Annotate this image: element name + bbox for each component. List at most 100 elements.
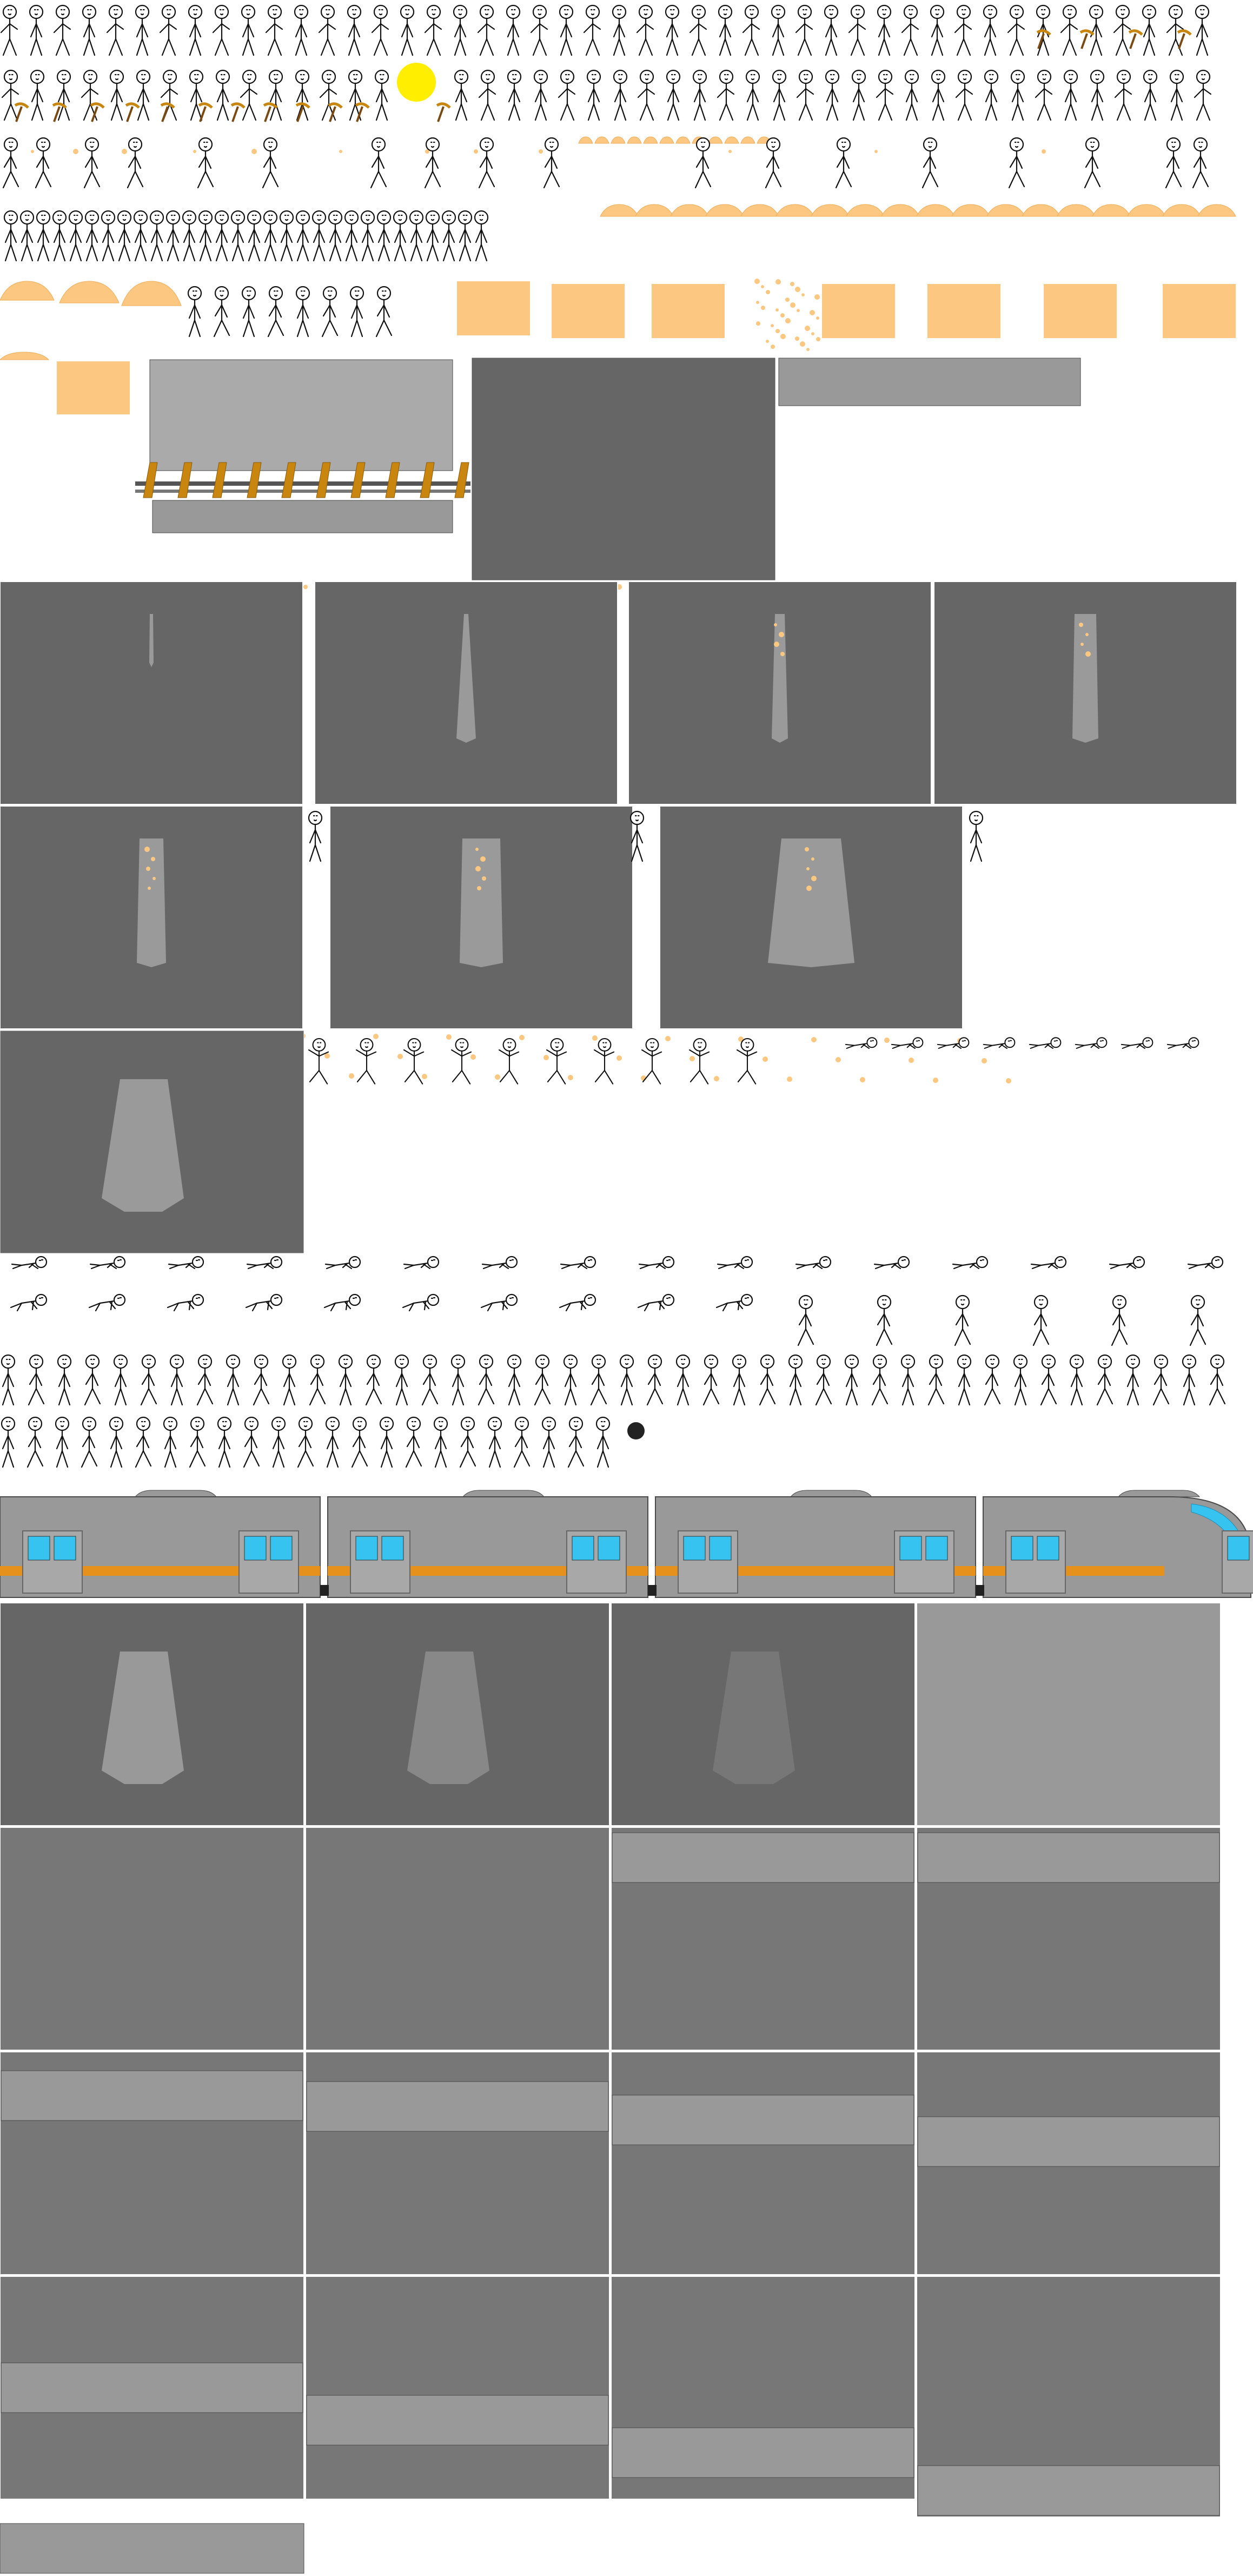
- stickman-face: [722, 9, 728, 16]
- stickman-sprite: [374, 69, 389, 121]
- stickman-sprite: [954, 1294, 971, 1346]
- stickman-legs: [795, 1263, 807, 1270]
- stickman-head: [1004, 1037, 1016, 1048]
- stickman-legs: [901, 1388, 914, 1406]
- dirt-speck: [728, 150, 732, 153]
- stickman-face: [268, 214, 273, 221]
- stickman-head: [352, 1416, 367, 1431]
- pickaxe-head: [1036, 29, 1051, 36]
- stickman-legs: [1030, 1263, 1042, 1270]
- stickman-arms: [136, 1435, 150, 1449]
- stickman-sprite: [241, 286, 256, 338]
- rail-sleeper: [385, 462, 400, 498]
- stickman-sprite: [772, 69, 787, 121]
- stickman-face: [697, 74, 702, 81]
- stickman-arms: [1153, 1372, 1168, 1386]
- stickman-head: [215, 69, 230, 84]
- stickman-head: [360, 1038, 374, 1052]
- pickaxe-icon: [52, 102, 67, 122]
- stickman-legs: [89, 1263, 101, 1270]
- stickman-legs: [324, 1263, 336, 1270]
- stickman-face: [35, 74, 40, 81]
- stickman-legs: [1144, 103, 1157, 121]
- stickman-head: [1097, 1354, 1112, 1369]
- stickman-head: [666, 69, 681, 84]
- dirt-speck: [543, 1055, 549, 1060]
- stickman-head: [82, 4, 97, 19]
- stickman-arms: [798, 1313, 812, 1327]
- stickman-sprite: [835, 137, 852, 189]
- stickman-head: [109, 1416, 124, 1431]
- stickman-arms: [666, 23, 679, 38]
- dirt-pile: [708, 136, 723, 144]
- stickman-sprite: [795, 1256, 832, 1270]
- stickman-head: [662, 1293, 675, 1306]
- stickman-head: [665, 4, 680, 19]
- stickman-legs: [10, 1302, 23, 1312]
- stickman-face: [573, 1421, 579, 1428]
- stickman-arms: [269, 88, 282, 103]
- stickman-legs: [845, 1388, 858, 1406]
- stickman-arms: [410, 228, 423, 243]
- stickman-legs: [1037, 103, 1052, 121]
- stickman-legs: [459, 1450, 476, 1468]
- stickman-head: [270, 1293, 283, 1306]
- stickman-sprite: [453, 4, 468, 56]
- stickman-head: [19, 210, 35, 225]
- stickman-face: [849, 1358, 854, 1365]
- stickman-face: [203, 141, 208, 148]
- dirt-speck: [779, 632, 784, 637]
- stickman-face: [276, 1421, 281, 1428]
- stickman-head: [595, 1416, 611, 1431]
- stickman-sprite: [824, 4, 839, 56]
- stickman-head: [84, 137, 100, 152]
- stickman-face: [483, 1358, 489, 1365]
- stickman-face: [1102, 1358, 1108, 1365]
- stickman-sprite: [1187, 1256, 1224, 1270]
- stickman-face: [1201, 74, 1206, 81]
- stickman-arms: [298, 1435, 312, 1449]
- stickman-face: [325, 9, 330, 16]
- stickman-sprite: [88, 1293, 126, 1312]
- pickaxe-handle: [1037, 33, 1045, 49]
- stickman-sprite: [458, 210, 473, 262]
- stickman-head: [427, 1256, 440, 1269]
- stickman-head: [474, 210, 489, 225]
- dirt-pile: [1022, 204, 1060, 217]
- stickman-face: [379, 74, 384, 81]
- stickman-arms: [283, 1372, 296, 1388]
- train-roof-unit: [790, 1490, 873, 1497]
- stickman-face: [41, 214, 46, 221]
- train-window: [1037, 1536, 1059, 1561]
- tunnel-hole: [768, 838, 854, 967]
- stickman-head: [406, 1416, 421, 1431]
- stickman-sprite: [403, 1038, 425, 1085]
- stickman-sprite: [921, 137, 939, 189]
- stickman-head: [36, 137, 51, 152]
- stickman-face: [696, 9, 701, 16]
- stickman-head: [141, 1354, 156, 1369]
- stickman-sprite: [478, 1354, 495, 1406]
- stickman-head: [373, 4, 388, 19]
- stickman-head: [836, 137, 851, 152]
- stickman-arms: [535, 1372, 549, 1386]
- stickman-face: [803, 74, 808, 81]
- stickman-arms: [263, 155, 277, 169]
- stickman-arms: [736, 1300, 744, 1311]
- stickman-arms: [197, 1372, 211, 1386]
- stickman-legs: [197, 170, 214, 189]
- stickman-sprite: [2, 137, 19, 189]
- stickman-sprite: [904, 69, 919, 121]
- stickman-legs: [452, 1069, 471, 1085]
- stickman-head: [83, 69, 98, 84]
- stickman-face: [251, 214, 257, 221]
- stickman-sprite: [1192, 137, 1209, 189]
- stickman-arms: [377, 228, 390, 243]
- stickman-sprite: [30, 69, 45, 121]
- stickman-legs: [481, 1263, 493, 1270]
- stickman-legs: [2, 1388, 15, 1406]
- stickman-sprite: [478, 137, 495, 189]
- stickman-head: [598, 1038, 612, 1052]
- stickman-face: [343, 1358, 348, 1365]
- stickman-sprite: [506, 4, 521, 56]
